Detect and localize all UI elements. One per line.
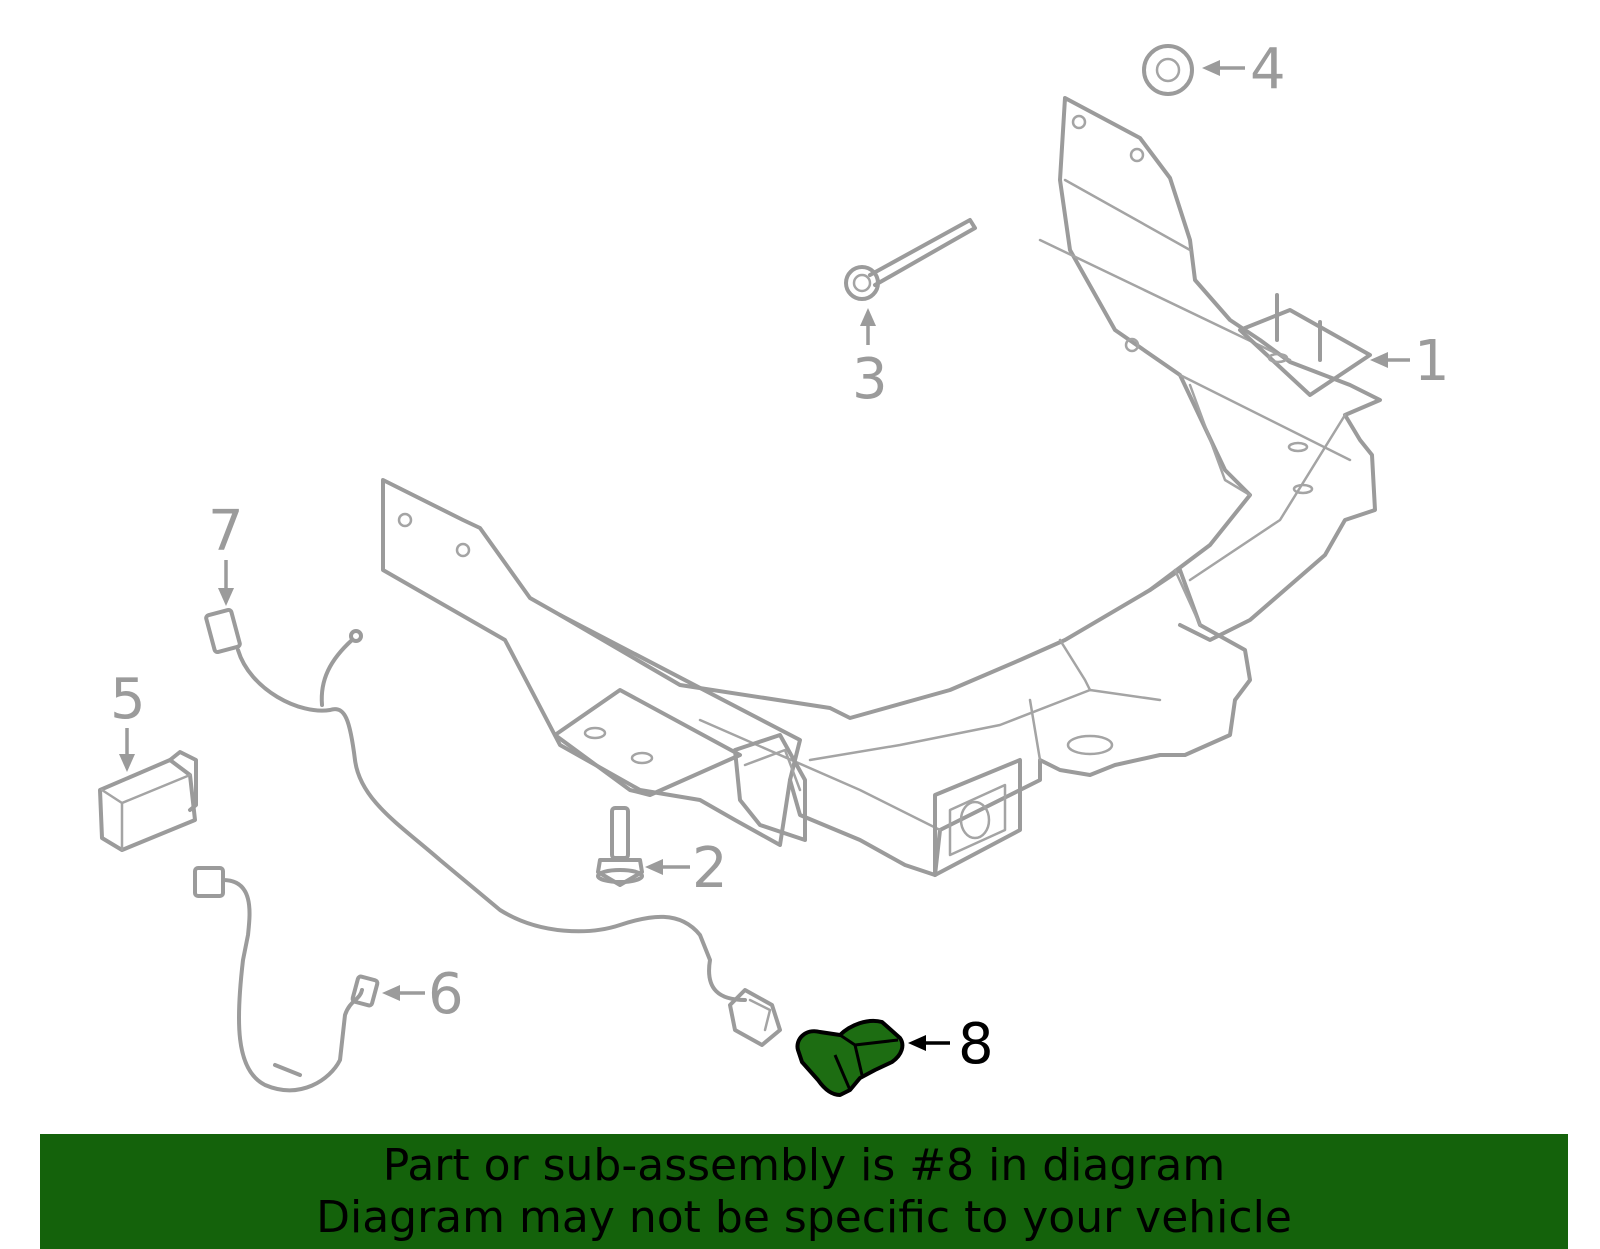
callout-4: 4 [1250,37,1286,102]
callout-7: 7 [208,499,244,564]
banner-line-1: Part or sub-assembly is #8 in diagram [382,1139,1226,1191]
callout-5: 5 [110,667,146,732]
bolt-part-2 [596,806,644,887]
info-banner: Part or sub-assembly is #8 in diagram Di… [40,1134,1568,1249]
module-part-5 [98,750,198,852]
nut-part-4 [1142,44,1194,96]
harness-part-6 [193,866,380,1093]
hitch-frame-part [381,96,1382,877]
bolt-part-3 [844,218,977,301]
callout-8: 8 [958,1012,994,1077]
banner-line-2: Diagram may not be specific to your vehi… [316,1191,1292,1243]
connector-part-8 [795,1018,905,1097]
callout-2: 2 [692,836,728,901]
harness-part-7 [204,607,782,1047]
callout-3: 3 [852,347,888,412]
callout-6: 6 [428,962,464,1027]
leader-arrows [119,60,1410,1051]
callout-1: 1 [1414,329,1450,394]
